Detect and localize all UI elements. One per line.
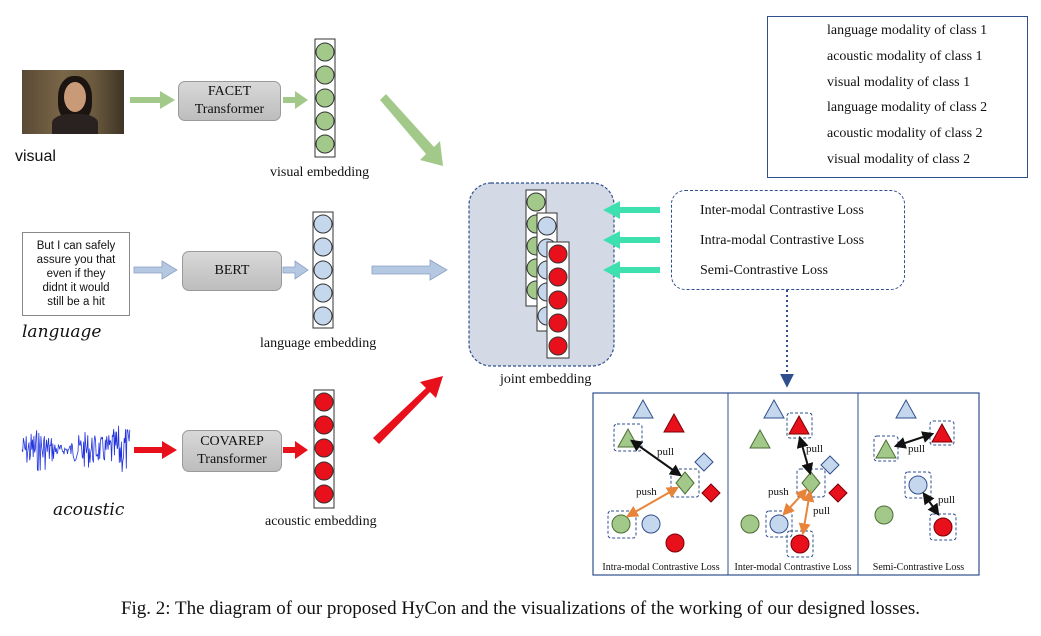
language-line-1: But I can safely (36, 240, 116, 252)
facet-label: FACET (207, 84, 252, 99)
legend-item: visual modality of class 2 (768, 149, 1027, 173)
language-input-text: But I can safely assure you that even if… (22, 232, 130, 316)
loss-list-box: Inter-modal Contrastive Loss Intra-modal… (671, 190, 905, 290)
covarep-label: COVAREP (200, 434, 264, 449)
legend-label: visual modality of class 2 (827, 152, 971, 167)
facet-transformer-label: Transformer (194, 102, 265, 117)
inter-panel-caption: Inter-modal Contrastive Loss (734, 562, 852, 573)
facet-transformer-block: FACET Transformer (178, 81, 281, 121)
figure-caption: Fig. 2: The diagram of our proposed HyCo… (120, 598, 921, 619)
loss-arrow-2 (603, 231, 660, 249)
legend: language modality of class 1 acoustic mo… (767, 16, 1028, 178)
acoustic-to-joint-arrow (373, 376, 443, 444)
joint-embedding-label: joint embedding (500, 372, 592, 387)
language-encoder-arrow (282, 260, 309, 280)
inter-pull-label-2: pull (813, 505, 831, 517)
loss-item-inter: Inter-modal Contrastive Loss (700, 203, 864, 218)
legend-label: acoustic modality of class 1 (827, 49, 983, 64)
language-label: language (22, 322, 102, 342)
acoustic-waveform (21, 425, 131, 473)
intra-panel-caption: Intra-modal Contrastive Loss (602, 562, 720, 573)
inter-pull-label-1: pull (806, 443, 824, 455)
visual-to-joint-arrow (380, 94, 443, 166)
language-embedding-label: language embedding (260, 336, 377, 351)
intra-pull-label: pull (657, 446, 675, 458)
semi-pull-label-1: pull (908, 443, 926, 455)
language-embedding-column (312, 211, 334, 329)
loss-arrow-3 (603, 261, 660, 279)
inter-push-label: push (768, 486, 789, 498)
legend-item: language modality of class 1 (768, 20, 1027, 44)
legend-label: visual modality of class 1 (827, 75, 971, 90)
language-to-joint-arrow (371, 259, 448, 281)
legend-item: visual modality of class 1 (768, 72, 1027, 96)
intra-push-label: push (636, 486, 657, 498)
language-input-arrow (133, 260, 178, 280)
visual-embedding-label: visual embedding (270, 165, 370, 180)
bert-block: BERT (182, 251, 282, 291)
language-line-2: assure you that (36, 254, 116, 266)
legend-label: language modality of class 2 (827, 100, 988, 115)
legend-item: acoustic modality of class 2 (768, 123, 1027, 147)
visual-input-arrow (130, 91, 175, 109)
visual-embedding-column (314, 38, 336, 158)
acoustic-label: acoustic (53, 500, 125, 520)
acoustic-encoder-arrow (283, 441, 308, 459)
covarep-transformer-label: Transformer (197, 452, 267, 467)
joint-embedding-columns (525, 189, 570, 359)
language-line-3: even if they (46, 268, 106, 280)
legend-item: acoustic modality of class 1 (768, 46, 1027, 70)
legend-label: acoustic modality of class 2 (827, 126, 983, 141)
semi-panel-caption: Semi-Contrastive Loss (872, 562, 965, 573)
bert-label: BERT (214, 263, 250, 278)
semi-pull-label-2: pull (938, 494, 956, 506)
visual-input-image (22, 70, 124, 134)
loss-item-intra: Intra-modal Contrastive Loss (700, 233, 865, 248)
acoustic-embedding-label: acoustic embedding (265, 514, 377, 529)
loss-arrow-1 (603, 201, 660, 219)
language-line-4: didnt it would (42, 282, 110, 294)
loss-item-semi: Semi-Contrastive Loss (700, 263, 828, 278)
visual-label: visual (15, 148, 56, 165)
covarep-transformer-block: COVAREP Transformer (182, 430, 282, 472)
language-line-5: still be a hit (47, 296, 105, 308)
loss-visualization-panel (592, 392, 980, 576)
legend-label: language modality of class 1 (827, 23, 988, 38)
visual-encoder-arrow (283, 91, 308, 109)
acoustic-input-arrow (134, 441, 177, 459)
legend-item: language modality of class 2 (768, 97, 1027, 121)
acoustic-embedding-column (313, 389, 335, 509)
